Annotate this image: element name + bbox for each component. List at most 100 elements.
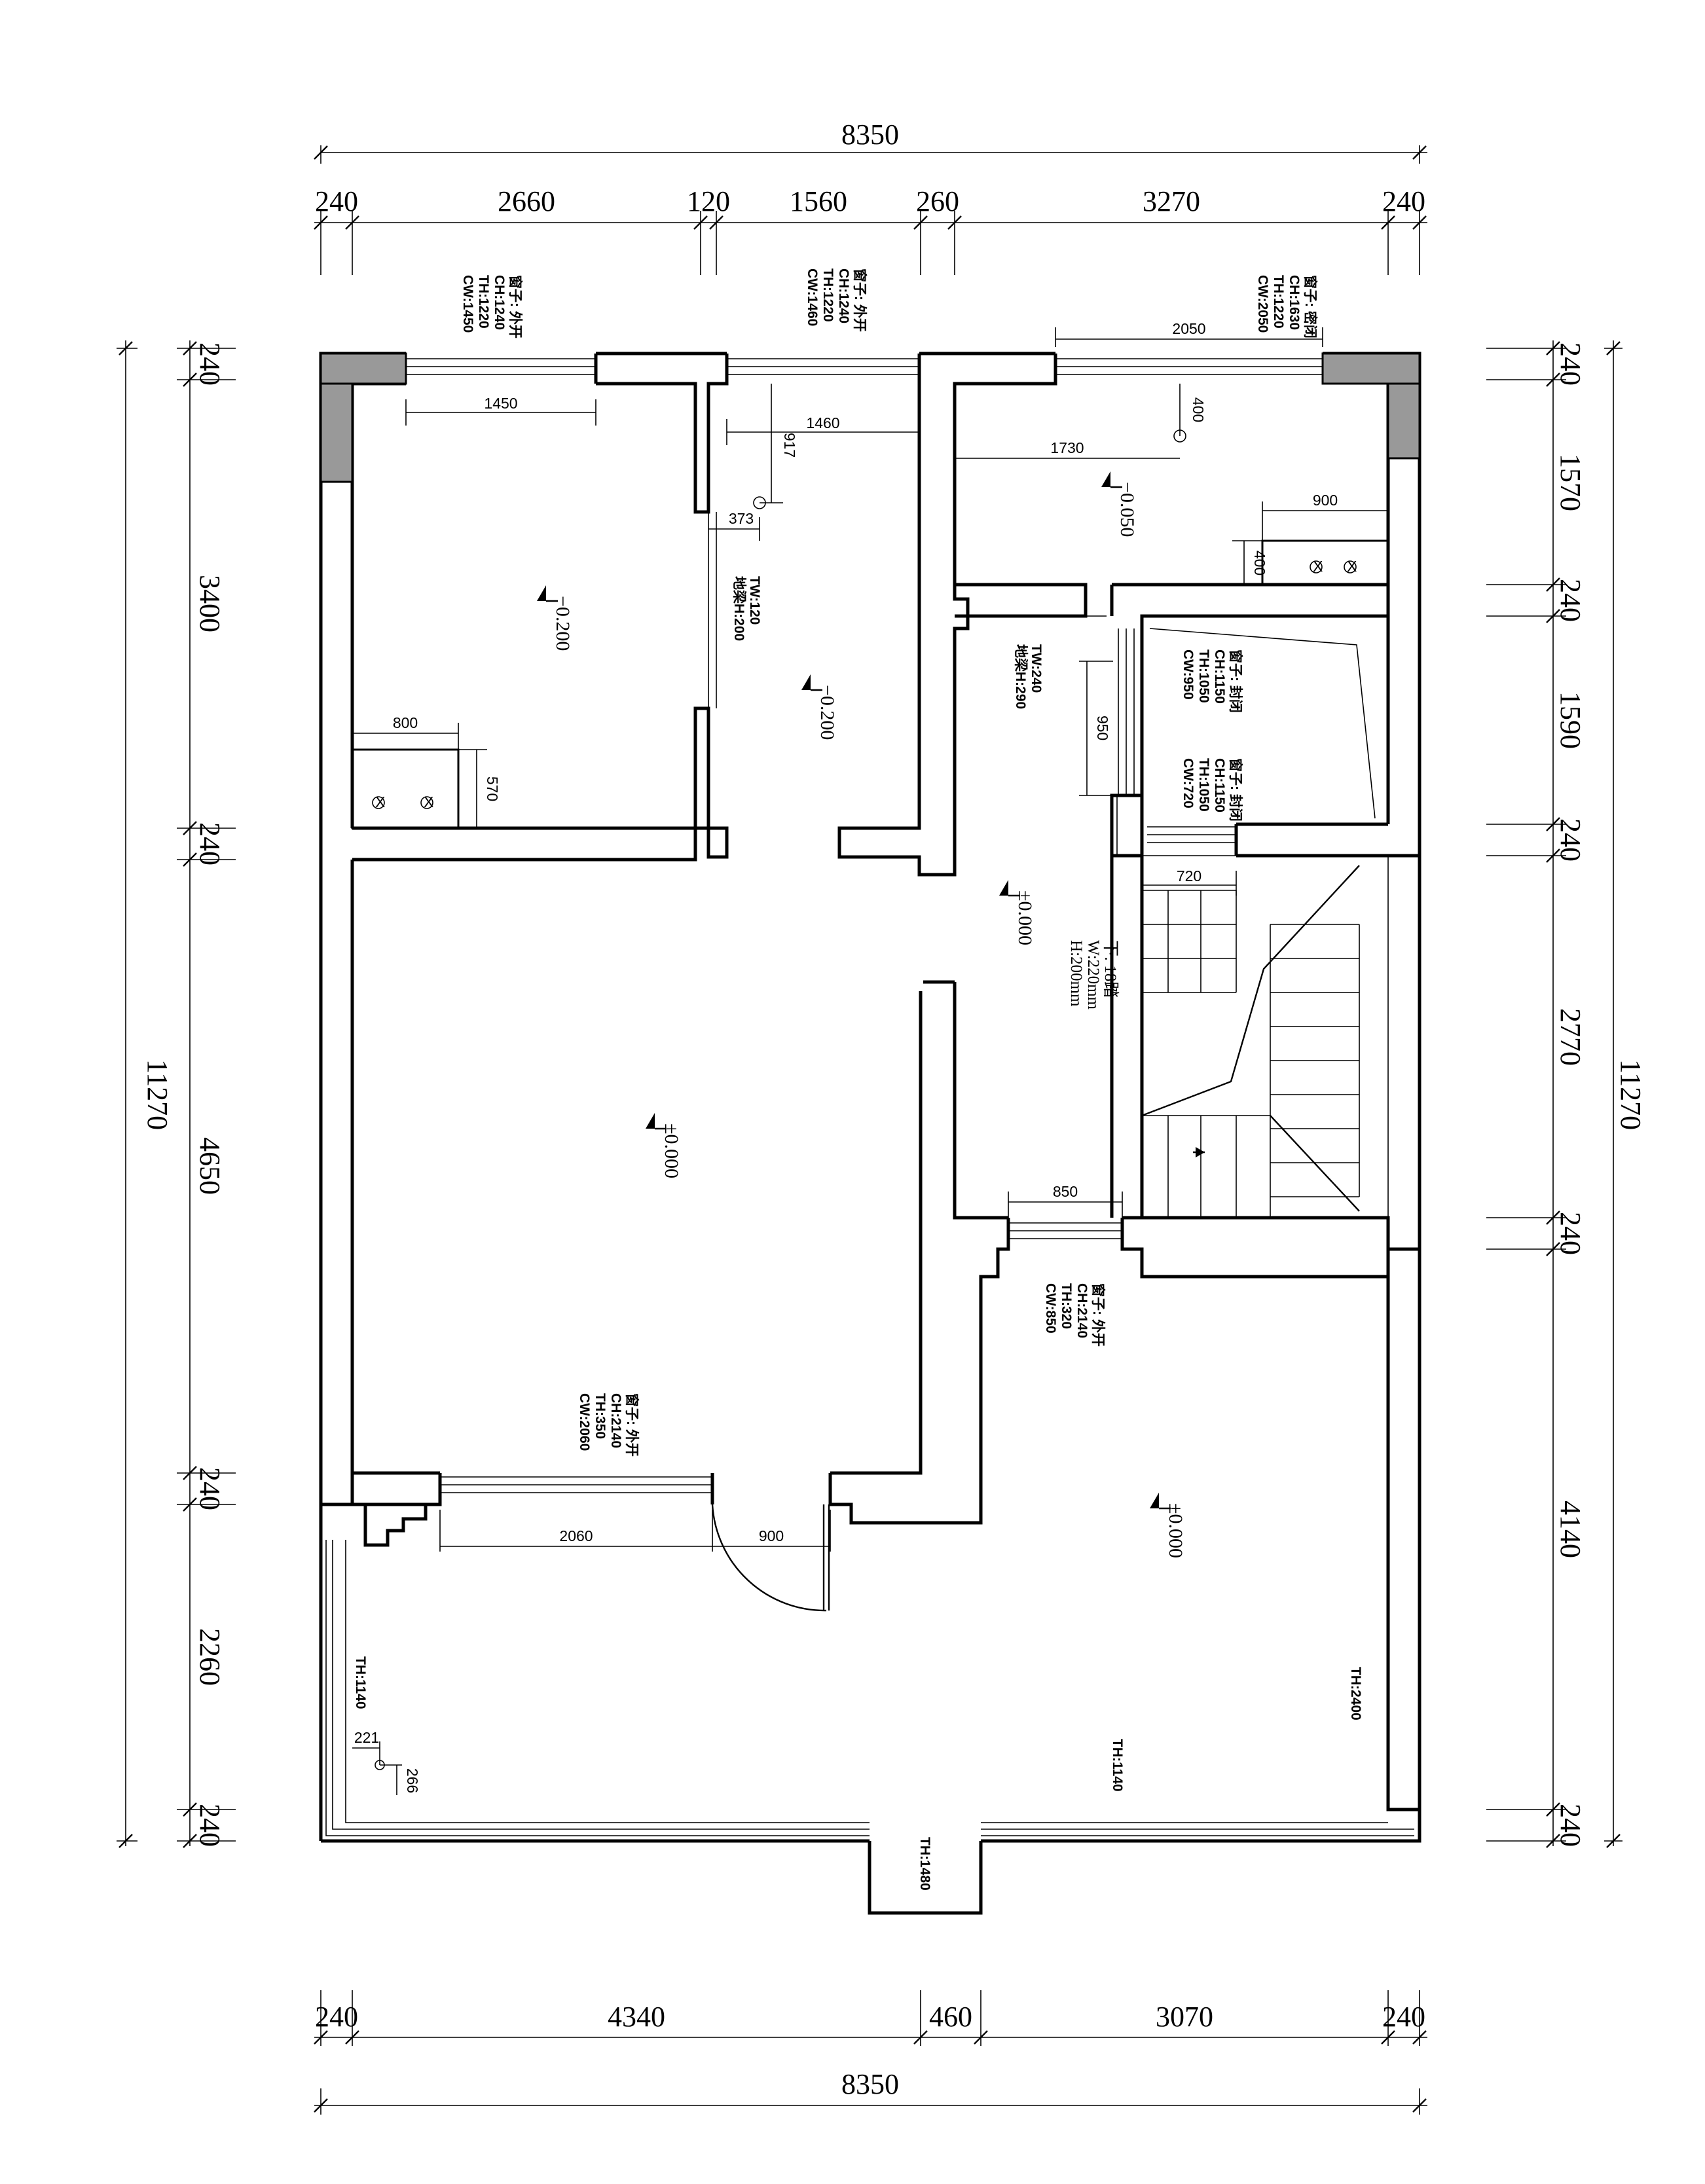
stair-note: 下: 18踏 W:220mm H:200mm [1067, 940, 1120, 1010]
left-seg-3: 240 [194, 822, 226, 865]
dim-400-b: 400 [1251, 551, 1268, 575]
door-swing [711, 1504, 830, 1612]
left-seg-6: 2260 [194, 1628, 226, 1686]
stair-steps: 下: 18踏 [1101, 940, 1120, 998]
window-1-th: TH:1220 [476, 275, 491, 329]
window-2-th: TH:1220 [820, 268, 835, 322]
window-5-cw: CW:720 [1181, 758, 1196, 809]
height-note-west: TH:1140 [353, 1656, 368, 1709]
elevation-markers: −0.200 −0.200 −0.050 ±0.000 ±0.000 ±0.00… [537, 471, 1186, 1558]
dim-2050: 2050 [1172, 320, 1205, 337]
left-seg-7: 240 [194, 1804, 226, 1847]
top-overall-dim: 8350 [841, 118, 899, 151]
dim-800: 800 [393, 714, 418, 731]
bottom-seg-1: 240 [315, 2001, 358, 2033]
dim-221: 221 [354, 1729, 379, 1746]
window-notes: 窗子: 外开 CH:1240 TH:1220 CW:1450 窗子: 外开 CH… [460, 268, 1318, 1457]
top-dimensions: 8350 240 2660 120 1560 260 3270 240 [314, 118, 1427, 275]
right-seg-1: 240 [1554, 342, 1586, 386]
window-2-type: 窗子: 外开 [852, 268, 868, 332]
left-seg-1: 240 [194, 342, 226, 386]
dim-373: 373 [729, 510, 754, 527]
right-seg-6: 2770 [1554, 1008, 1586, 1066]
svg-text:X: X [424, 793, 433, 810]
dim-917: 917 [781, 433, 798, 458]
window-frame [1149, 628, 1376, 819]
left-seg-4: 4650 [194, 1137, 226, 1195]
window-5-type: 窗子: 封闭 [1228, 758, 1243, 822]
dim-900-a: 900 [1313, 492, 1338, 509]
bottom-seg-4: 3070 [1156, 2001, 1213, 2033]
window-7-th: TH:350 [593, 1393, 608, 1439]
elevation-living: ±0.000 [661, 1123, 682, 1178]
bottom-seg-2: 4340 [608, 2001, 665, 2033]
dim-1450: 1450 [484, 395, 517, 412]
right-seg-8: 4140 [1554, 1501, 1586, 1558]
dim-900-b: 900 [759, 1527, 784, 1544]
right-seg-9: 240 [1554, 1804, 1586, 1847]
dim-950: 950 [1094, 716, 1111, 740]
opening-2-beam: 地梁H:290 [1013, 644, 1029, 709]
right-seg-3: 240 [1554, 579, 1586, 622]
top-seg-7: 240 [1382, 185, 1425, 217]
height-note-bay: TH:1480 [917, 1837, 932, 1891]
right-overall-dim: 11270 [1615, 1059, 1647, 1130]
height-note-south: TH:1140 [1110, 1739, 1125, 1792]
svg-text:X: X [1347, 558, 1357, 575]
opening-1-tw: TW:120 [747, 576, 762, 625]
bottom-dimensions: 240 4340 460 3070 240 8350 [314, 1990, 1427, 2115]
window-2-ch: CH:1240 [836, 268, 851, 323]
elevation-kitchen: −0.050 [1116, 482, 1138, 537]
svg-text:X: X [375, 793, 385, 810]
top-seg-5: 260 [916, 185, 959, 217]
window-6-ch: CH:2140 [1074, 1283, 1090, 1338]
right-seg-2: 1570 [1554, 454, 1586, 511]
right-seg-7: 240 [1554, 1212, 1586, 1255]
window-6-type: 窗子: 外开 [1090, 1283, 1106, 1347]
window-4-th: TH:1050 [1196, 649, 1211, 703]
window-3-th: TH:1220 [1271, 275, 1286, 329]
stair-width: W:220mm [1084, 940, 1102, 1010]
dim-720: 720 [1177, 867, 1201, 884]
right-seg-5: 240 [1554, 818, 1586, 862]
elevation-hall: ±0.000 [1014, 890, 1036, 945]
bottom-overall-dim: 8350 [841, 2068, 899, 2100]
terrace-railing [325, 1540, 1414, 1836]
inner-dimensions: 1450 1460 917 373 2050 400 1730 900 400 … [352, 320, 1388, 1795]
top-seg-2: 2660 [498, 185, 555, 217]
window-5-ch: CH:1150 [1212, 758, 1227, 812]
dim-850: 850 [1053, 1183, 1078, 1200]
window-5-th: TH:1050 [1196, 758, 1211, 812]
left-dimensions: 11270 240 3400 240 4650 240 2260 240 [117, 340, 236, 1848]
window-3-type: 窗子: 密闭 [1302, 275, 1318, 338]
dim-1730: 1730 [1050, 439, 1084, 456]
staircase [1141, 855, 1389, 1218]
left-seg-2: 3400 [194, 575, 226, 632]
dim-400-a: 400 [1190, 397, 1207, 422]
dim-570: 570 [484, 776, 501, 801]
right-dimensions: 240 1570 240 1590 240 2770 240 4140 240 … [1486, 340, 1647, 1848]
top-seg-1: 240 [315, 185, 358, 217]
window-openings [406, 358, 1323, 1504]
window-1-cw: CW:1450 [460, 275, 475, 333]
elevation-corridor: −0.200 [816, 685, 838, 740]
window-4-ch: CH:1150 [1212, 649, 1227, 704]
walls [319, 352, 1421, 1915]
opening-2-tw: TW:240 [1029, 644, 1044, 693]
window-6-cw: CW:850 [1043, 1283, 1058, 1334]
left-seg-5: 240 [194, 1467, 226, 1510]
dim-266: 266 [404, 1768, 421, 1793]
window-7-cw: CW:2060 [577, 1393, 592, 1451]
window-3-ch: CH:1630 [1287, 275, 1302, 330]
opening-1-beam: 地梁H:200 [731, 576, 747, 641]
stair-height: H:200mm [1067, 940, 1085, 1007]
window-7-ch: CH:2140 [608, 1393, 623, 1448]
bottom-seg-3: 460 [929, 2001, 972, 2033]
fixtures: X X X X [351, 429, 1389, 1770]
top-seg-4: 1560 [790, 185, 847, 217]
right-seg-4: 1590 [1554, 691, 1586, 749]
elevation-terrace: ±0.000 [1165, 1503, 1186, 1558]
window-1-ch: CH:1240 [492, 275, 507, 330]
window-4-cw: CW:950 [1181, 649, 1196, 700]
